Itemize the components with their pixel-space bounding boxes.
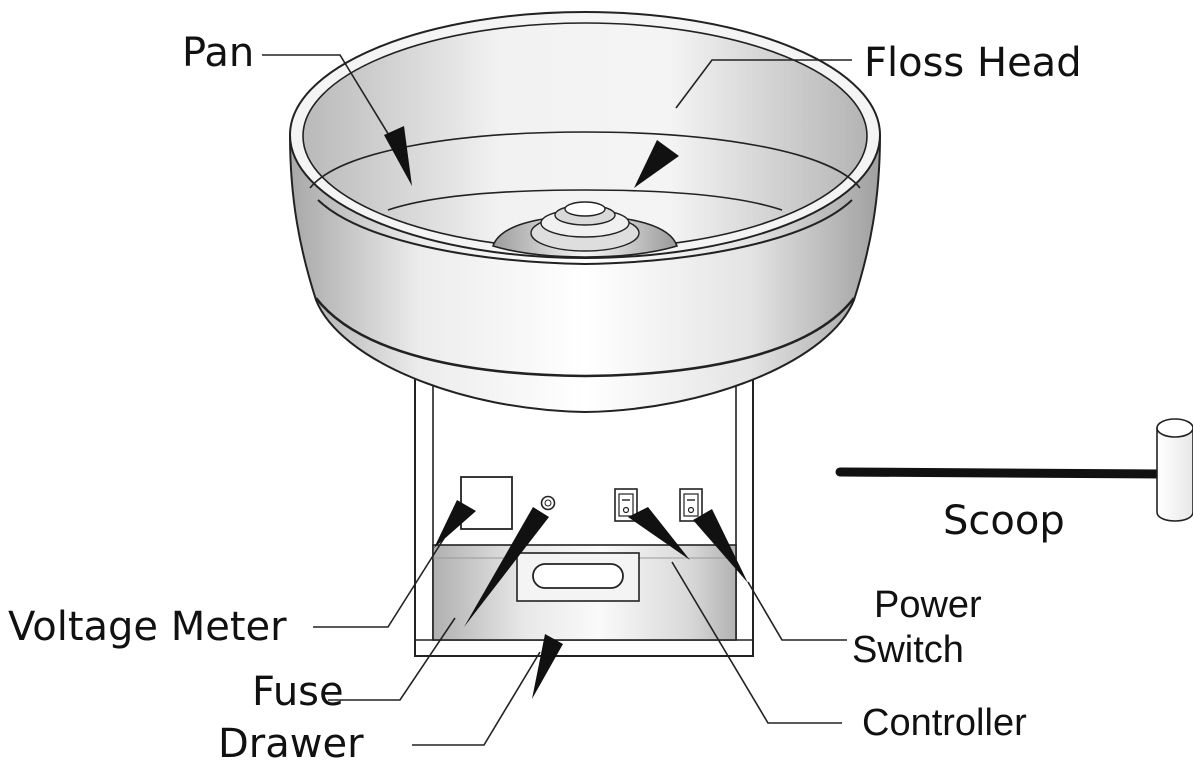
- label-power: Power: [874, 584, 982, 626]
- pan: [288, 11, 882, 414]
- floss-head: [491, 201, 679, 258]
- label-scoop: Scoop: [943, 498, 1065, 544]
- label-drawer: Drawer: [218, 721, 364, 762]
- label-controller: Controller: [862, 702, 1027, 744]
- label-floss-head: Floss Head: [864, 40, 1082, 86]
- label-fuse: Fuse: [252, 669, 344, 715]
- drawer[interactable]: [432, 544, 737, 641]
- controller-switch[interactable]: [614, 488, 638, 522]
- label-pan: Pan: [182, 30, 254, 76]
- label-voltage-meter: Voltage Meter: [8, 604, 287, 650]
- voltage-meter: [460, 476, 513, 530]
- fuse[interactable]: [540, 495, 556, 511]
- power-switch[interactable]: [679, 488, 703, 522]
- label-switch: Switch: [852, 629, 964, 671]
- scoop[interactable]: [835, 418, 1193, 522]
- leader-lines: [262, 54, 852, 746]
